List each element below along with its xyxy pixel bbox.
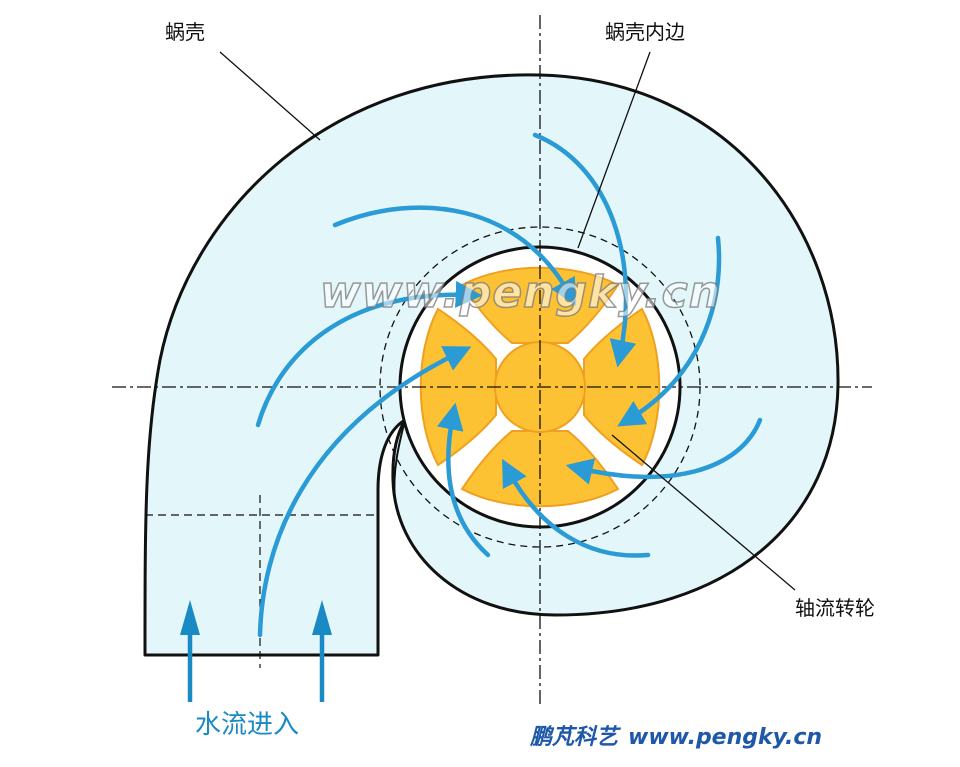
leader-axial-runner (611, 434, 796, 591)
inflow-arrowhead-right (312, 600, 332, 635)
flow-arrow (255, 280, 483, 428)
label-axial-runner: 轴流转轮 (795, 596, 875, 620)
footer-url: www.pengky.cn (628, 725, 823, 750)
flow-arrow (436, 402, 491, 558)
flow-arrow (502, 458, 651, 558)
watermark-text: www.pengky.cn (319, 267, 722, 319)
flow-arrow (257, 346, 472, 638)
leader-volute-inner-edge (577, 51, 651, 249)
flow-arrow (332, 205, 577, 307)
label-volute-inner-edge: 蜗壳内边 (605, 20, 685, 44)
footer-brand: 鹏芃科艺 (530, 725, 619, 750)
inflow-arrows (180, 600, 332, 702)
leader-volute (219, 51, 321, 141)
inflow-arrowhead-left (180, 600, 200, 635)
flow-arrow (617, 235, 722, 427)
flow-arrows (255, 132, 763, 638)
label-water-inflow: 水流进入 (195, 710, 300, 740)
volute-inner-edge-throat (393, 419, 406, 501)
flow-arrow (532, 132, 637, 368)
flow-arrow (565, 417, 763, 485)
footer-credit: 鹏芃科艺 www.pengky.cn (530, 724, 822, 752)
label-volute: 蜗壳 (165, 20, 205, 44)
